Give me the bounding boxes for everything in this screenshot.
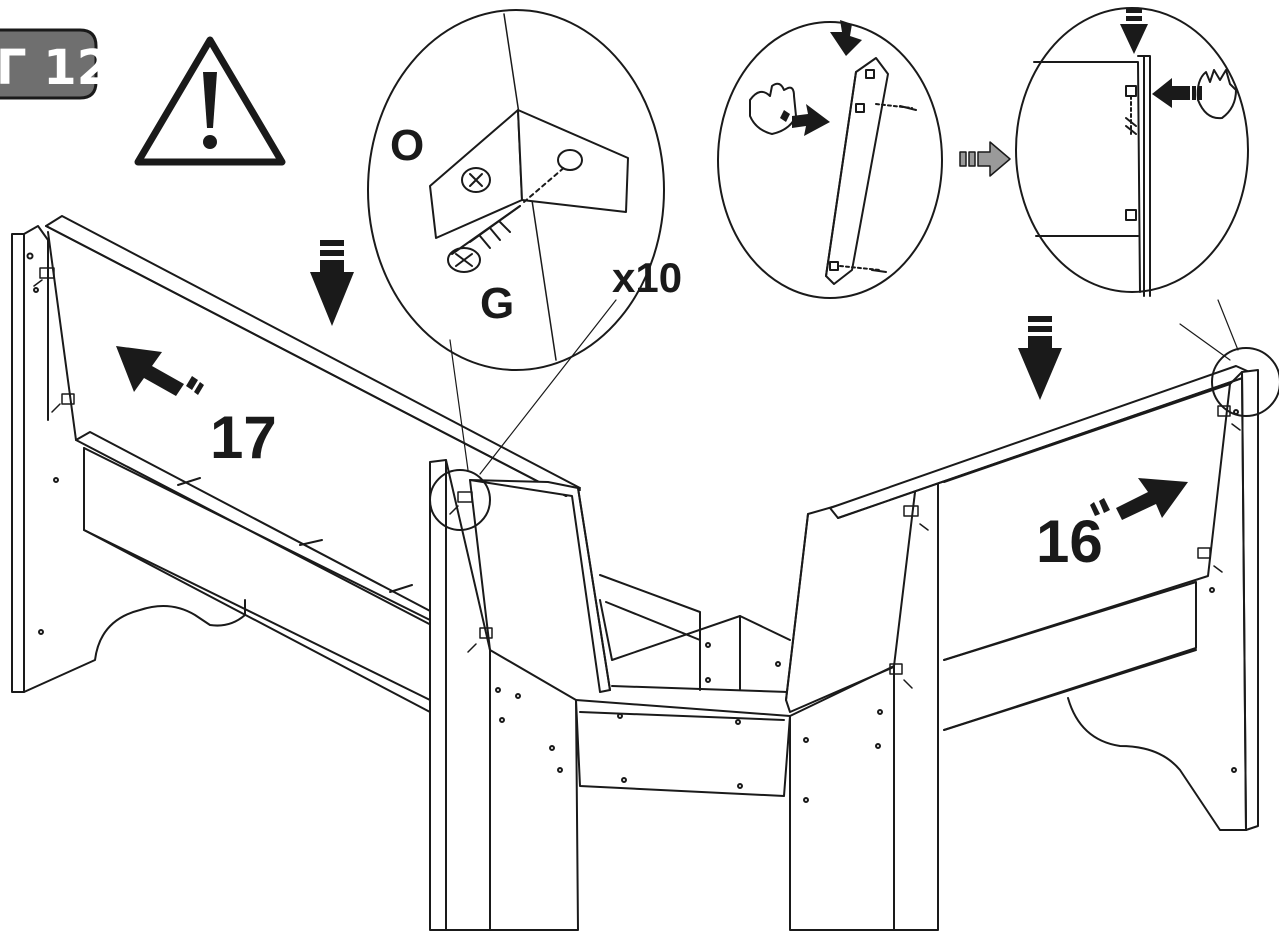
detail-zoom-hardware (367, 9, 665, 531)
arrow-push-panel-16-icon (1090, 478, 1188, 520)
part-g-label: G (480, 279, 514, 328)
detail-zoom-hand-push (717, 21, 943, 299)
inner-support-beam (599, 574, 791, 691)
center-right-leg (789, 483, 939, 931)
step-badge: Г 12 (0, 28, 110, 100)
right-side-rail (943, 581, 1197, 731)
warning-triangle-icon (134, 36, 286, 166)
arrow-push-panel-17-icon (116, 346, 204, 396)
arrow-press-corner-icon (1120, 8, 1202, 108)
center-left-headboard (469, 479, 611, 693)
panel-16-label: 16 (1036, 508, 1103, 575)
center-left-leg (429, 459, 579, 931)
arrow-down-left-icon (310, 240, 354, 326)
detail-zoom-corner (1015, 7, 1279, 417)
quantity-label: x10 (612, 254, 682, 301)
panel-17-label: 17 (210, 404, 277, 471)
right-end-leg (1067, 369, 1259, 831)
arrow-hand-push-icon (780, 104, 830, 136)
arrow-down-right-icon (1018, 316, 1062, 400)
bracket-fasteners (33, 267, 1241, 689)
left-side-rail (83, 447, 431, 713)
right-headboard-panel-16 (829, 365, 1255, 661)
arrow-next-step-icon (959, 141, 1011, 177)
center-front-rail (575, 685, 791, 797)
left-end-leg (11, 225, 246, 693)
left-headboard-panel-17 (45, 215, 581, 641)
step-number: Г 12 (0, 40, 110, 96)
arrow-press-down-icon (830, 20, 862, 56)
part-o-label: O (390, 121, 424, 170)
